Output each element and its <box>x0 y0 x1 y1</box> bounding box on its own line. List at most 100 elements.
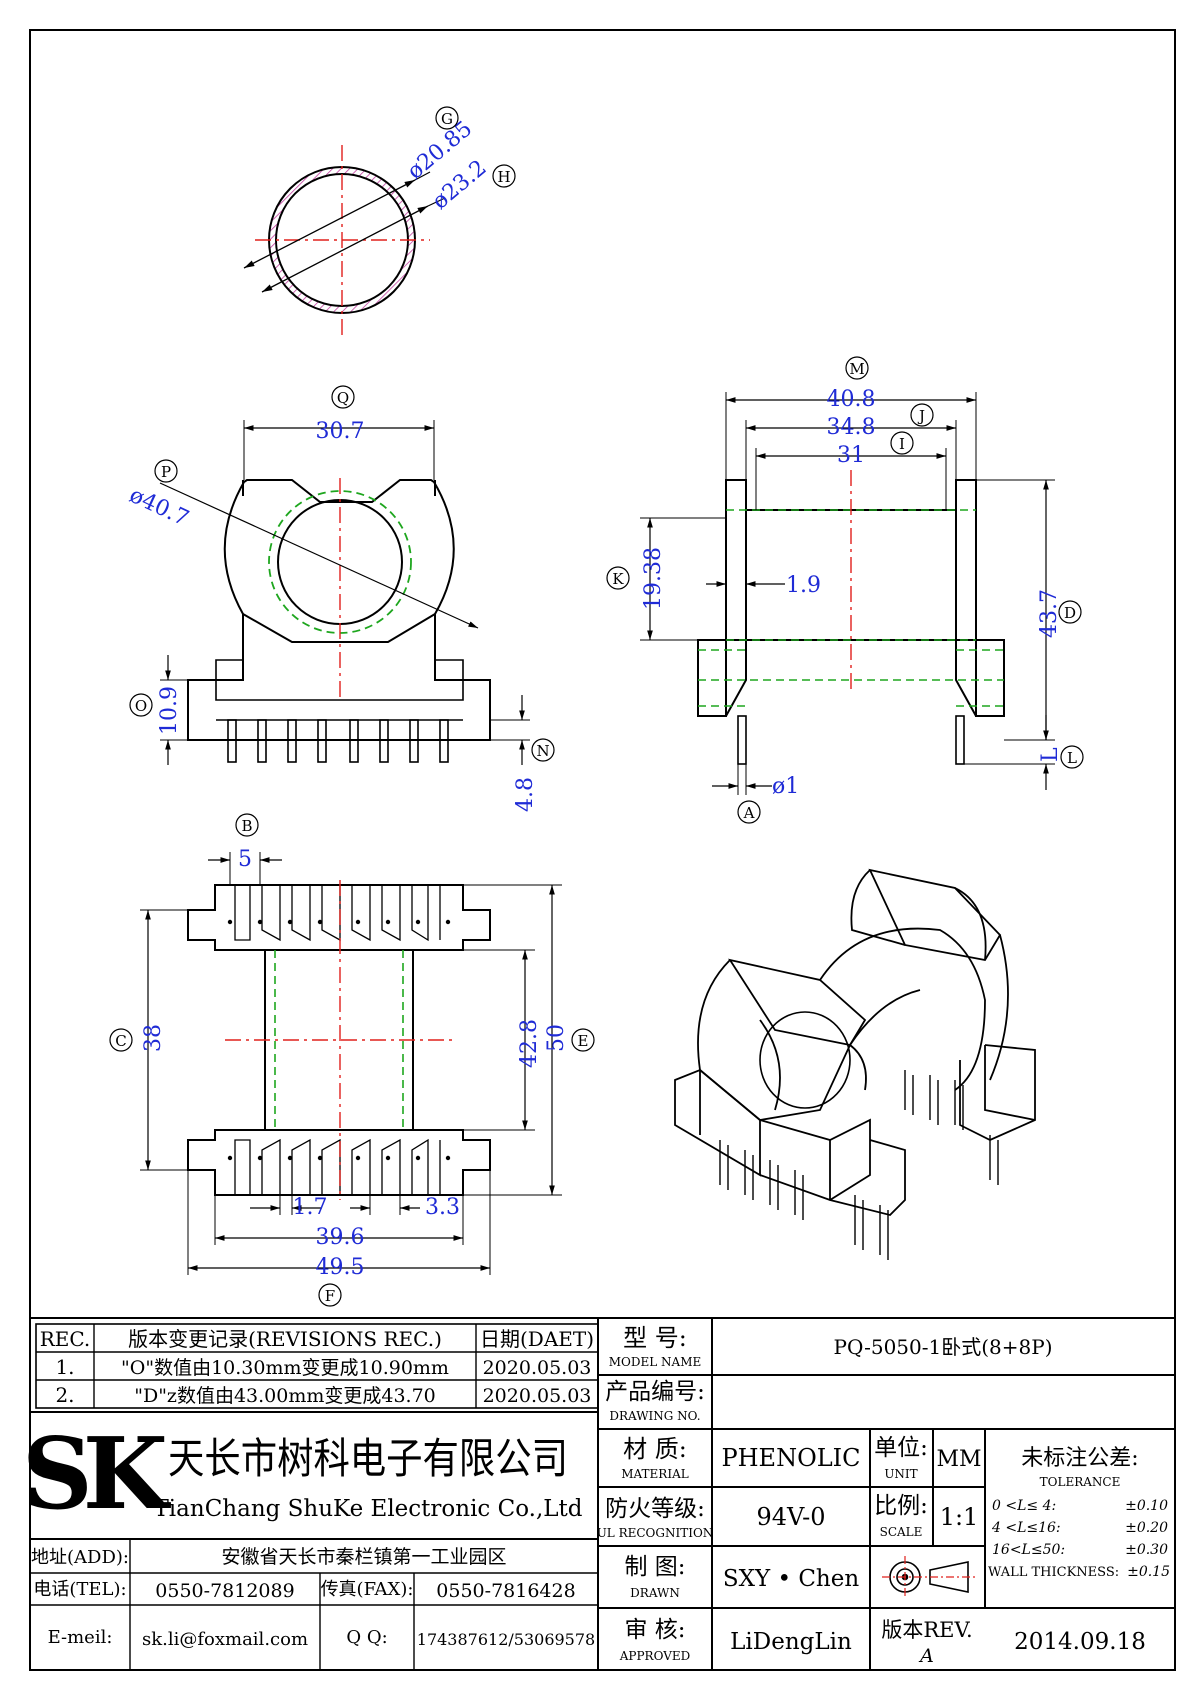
dim-d-height: 43.7 <box>1037 589 1062 638</box>
drawn-label-en: DRAWN <box>630 1586 680 1600</box>
rev-row-2-rec: 2. <box>55 1383 74 1407</box>
email-label: E-meil: <box>48 1627 113 1648</box>
drawing-no-label-en: DRAWING NO. <box>609 1409 700 1423</box>
dim-n-pin: 4.8 <box>513 777 538 812</box>
balloon-h: H <box>497 168 510 186</box>
tolerance-value-2: ±0.20 <box>1125 1520 1168 1536</box>
dim-f-396: 39.6 <box>316 1225 365 1250</box>
balloon-f: F <box>325 1287 335 1305</box>
dim-e-outer: 50 <box>544 1024 569 1052</box>
balloon-i: I <box>899 435 905 453</box>
fax-label: 传真(FAX): <box>321 1579 414 1600</box>
date-value: 2014.09.18 <box>1014 1629 1146 1655</box>
drawing-no-label-cn: 产品编号: <box>605 1379 705 1405</box>
ul-value: 94V-0 <box>756 1503 825 1531</box>
model-value: PQ-5050-1卧式(8+8P) <box>834 1335 1053 1359</box>
tel-label: 电话(TEL): <box>33 1579 126 1600</box>
isometric-view <box>674 868 1036 1260</box>
balloon-b: B <box>241 817 252 835</box>
scale-label-cn: 比例: <box>874 1493 928 1519</box>
scale-value: 1:1 <box>940 1503 979 1531</box>
material-value: PHENOLIC <box>721 1444 860 1472</box>
qq-label: Q Q: <box>346 1627 387 1648</box>
dim-p-dia: ø40.7 <box>125 483 192 532</box>
material-label-en: MATERIAL <box>621 1467 689 1481</box>
revision-value: A <box>918 1645 934 1667</box>
dim-b-pitch: 5 <box>238 847 252 872</box>
sheet-border <box>29 29 1176 1671</box>
rev-row-1-date: 2020.05.03 <box>483 1357 592 1379</box>
unit-value: MM <box>936 1447 981 1472</box>
company-logo: SK <box>22 1417 172 1532</box>
dim-i-width: 31 <box>837 443 865 468</box>
tolerance-label-en: TOLERANCE <box>1040 1475 1121 1489</box>
drawn-value: SXY • Chen <box>723 1566 860 1592</box>
rev-header-rec: REC. <box>40 1327 91 1351</box>
tolerance-label-cn: 未标注公差: <box>1021 1446 1138 1471</box>
bottom-view <box>140 852 562 1275</box>
qq-value: 174387612/53069578 <box>417 1630 595 1649</box>
scale-label-en: SCALE <box>880 1525 923 1539</box>
dim-m-width: 40.8 <box>827 387 876 412</box>
approved-label-cn: 审 核: <box>624 1617 685 1643</box>
unit-label-en: UNIT <box>884 1467 917 1481</box>
balloon-e: E <box>578 1032 589 1050</box>
tel-value: 0550-7812089 <box>155 1580 294 1602</box>
front-view-balloons <box>129 385 555 762</box>
email-value: sk.li@foxmail.com <box>142 1629 308 1650</box>
balloon-p: P <box>161 463 171 481</box>
side-view-balloons <box>606 356 1084 824</box>
balloon-g: G <box>441 110 453 128</box>
ul-label-en: UL RECOGNITION <box>597 1526 714 1540</box>
tolerance-range-2: 4 <L≤16: <box>991 1520 1061 1536</box>
side-view <box>640 392 1055 795</box>
dim-o-height: 10.9 <box>157 686 182 735</box>
model-label-cn: 型 号: <box>623 1324 687 1352</box>
company-name-cn: 天长市树科电子有限公司 <box>168 1434 568 1483</box>
balloon-n: N <box>536 742 549 760</box>
tolerance-value-3: ±0.30 <box>1125 1542 1168 1558</box>
address-label: 地址(ADD): <box>31 1547 129 1568</box>
dim-j-width: 34.8 <box>827 415 876 440</box>
tolerance-range-3: 16<L≤50: <box>992 1542 1065 1558</box>
dim-c-inner: 38 <box>141 1024 166 1052</box>
dim-slot-33: 3.3 <box>425 1195 460 1220</box>
wall-thickness-value: ±0.15 <box>1127 1564 1170 1580</box>
bottom-view-balloons <box>109 813 595 1307</box>
drawn-label-cn: 制 图: <box>624 1554 685 1580</box>
revision-label: 版本REV. <box>881 1618 972 1642</box>
material-label-cn: 材 质: <box>623 1435 687 1463</box>
tolerance-value-1: ±0.10 <box>1125 1498 1168 1514</box>
ul-label-cn: 防火等级: <box>605 1496 705 1522</box>
balloon-k: K <box>612 570 624 588</box>
rev-header-date: 日期(DAET) <box>480 1327 594 1351</box>
approved-label-en: APPROVED <box>619 1649 691 1663</box>
dim-slot-17: 1.7 <box>293 1195 328 1220</box>
dim-k-height: 19.38 <box>641 547 666 610</box>
title-block-lines <box>29 1317 1176 1671</box>
balloon-m: M <box>849 360 864 378</box>
rev-row-2-desc: "D"z数值由43.00mm变更成43.70 <box>134 1385 436 1407</box>
rev-row-2-date: 2020.05.03 <box>483 1385 592 1407</box>
model-label-en: MODEL NAME <box>609 1355 702 1369</box>
unit-label-cn: 单位: <box>874 1435 928 1461</box>
balloon-d: D <box>1064 604 1076 622</box>
balloon-j: J <box>917 407 925 425</box>
dim-l-len: L <box>1038 747 1063 762</box>
tolerance-range-1: 0 <L≤ 4: <box>992 1498 1056 1514</box>
balloon-a: A <box>743 804 755 822</box>
front-view <box>159 420 530 765</box>
balloon-c: C <box>115 1032 126 1050</box>
dim-inner-428: 42.8 <box>517 1019 542 1068</box>
dim-a-pin: ø1 <box>772 774 799 799</box>
company-name-en: TianChang ShuKe Electronic Co.,Ltd <box>153 1496 582 1522</box>
rev-row-1-rec: 1. <box>55 1355 74 1379</box>
rev-header-desc: 版本变更记录(REVISIONS REC.) <box>128 1327 442 1351</box>
address-value: 安徽省天长市秦栏镇第一工业园区 <box>221 1546 506 1568</box>
balloon-l: L <box>1067 749 1077 767</box>
fax-value: 0550-7816428 <box>436 1580 575 1602</box>
balloon-q: Q <box>337 389 349 407</box>
rev-row-1-desc: "O"数值由10.30mm变更成10.90mm <box>121 1357 449 1379</box>
dim-wall: 1.9 <box>786 573 821 598</box>
